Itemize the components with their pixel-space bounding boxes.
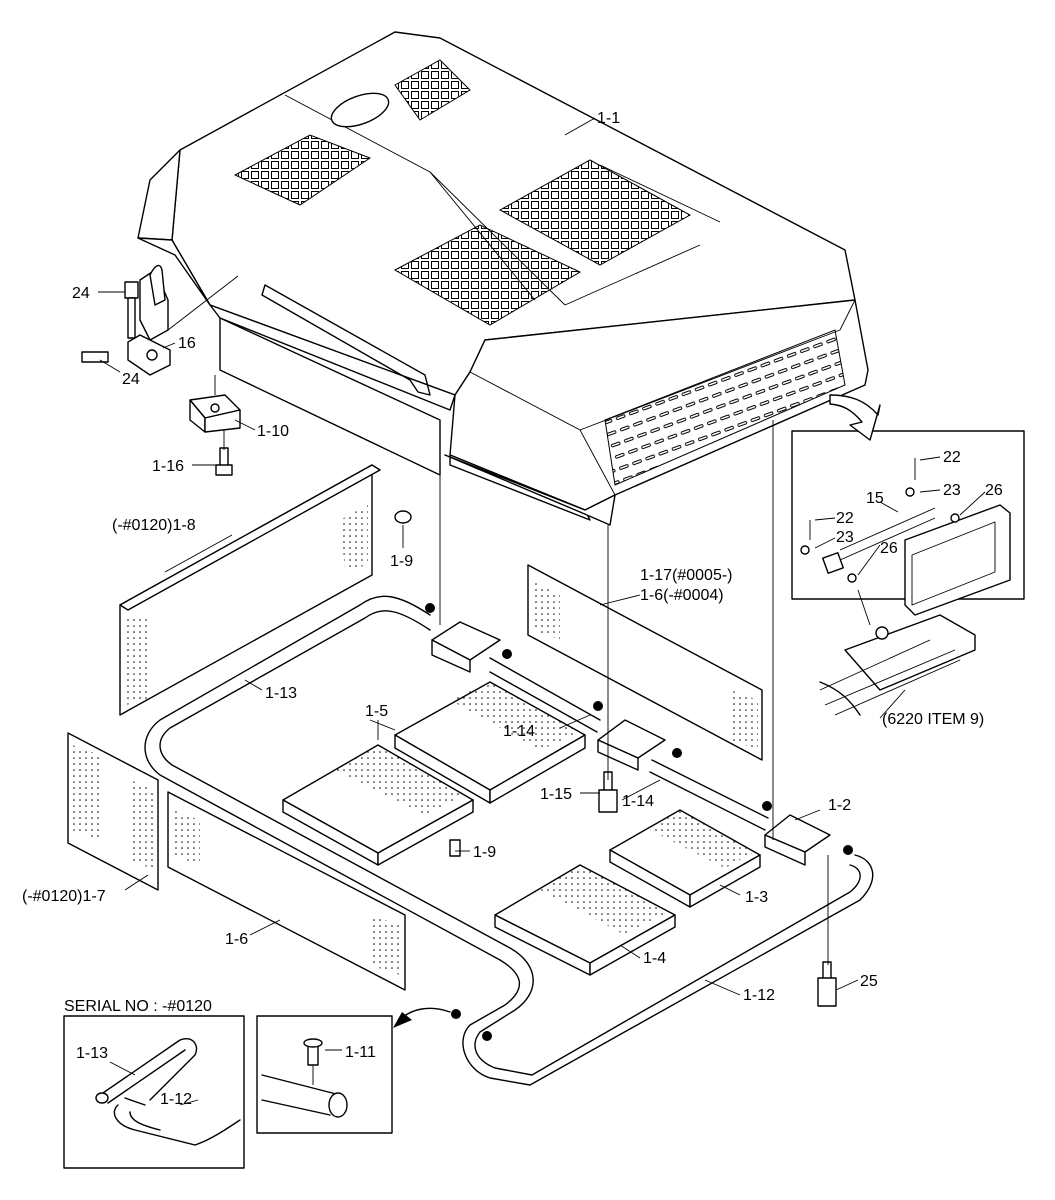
label-6220-item-9: (6220 ITEM 9) xyxy=(882,711,984,728)
plug-1-9-bottom xyxy=(449,839,461,857)
panel-1-6-right xyxy=(527,564,763,761)
pad-1-4 xyxy=(494,864,676,976)
cover-assembly xyxy=(137,31,869,526)
label-24-bottom: 24 xyxy=(122,371,140,388)
inset-serial-title: SERIAL NO : -#0120 xyxy=(64,998,212,1015)
label-1-15: 1-15 xyxy=(540,786,572,803)
plug-1-9-top xyxy=(394,510,412,524)
label-26-center: 26 xyxy=(880,540,898,557)
label-inset-1-13: 1-13 xyxy=(76,1045,108,1062)
block-1-10 xyxy=(189,394,241,433)
label-1-9-bottom: 1-9 xyxy=(473,844,496,861)
label-15: 15 xyxy=(866,490,884,507)
bolt-25 xyxy=(817,961,837,1007)
callout-labels: 1-1 24 16 24 1-10 1-16 (-#0120)1-8 1-9 1… xyxy=(22,110,1003,1108)
label-1-6-right: 1-6(-#0004) xyxy=(640,587,724,604)
label-22-left: 22 xyxy=(836,510,854,527)
hinge-left xyxy=(431,621,501,673)
label-1-9-top: 1-9 xyxy=(390,553,413,570)
label-1-16: 1-16 xyxy=(152,458,184,475)
label-1-7: (-#0120)1-7 xyxy=(22,888,106,905)
label-1-4: 1-4 xyxy=(643,950,666,967)
bolt-1-16 xyxy=(215,447,233,476)
bolt-1-15 xyxy=(598,771,618,813)
pad-1-3 xyxy=(609,809,761,908)
label-1-14-upper: 1-14 xyxy=(503,723,535,740)
label-1-13: 1-13 xyxy=(265,685,297,702)
detail-box xyxy=(791,394,1025,616)
label-25: 25 xyxy=(860,973,878,990)
label-1-3: 1-3 xyxy=(745,889,768,906)
label-24-top: 24 xyxy=(72,285,90,302)
label-1-1: 1-1 xyxy=(597,110,620,127)
label-1-8: (-#0120)1-8 xyxy=(112,517,196,534)
label-1-14-lower: 1-14 xyxy=(622,793,654,810)
label-1-6-lower: 1-6 xyxy=(225,931,248,948)
label-22-top: 22 xyxy=(943,449,961,466)
label-inset-1-12: 1-12 xyxy=(160,1091,192,1108)
inset-clip xyxy=(256,1015,393,1134)
label-23-left: 23 xyxy=(836,529,854,546)
label-1-12: 1-12 xyxy=(743,987,775,1004)
panel-1-7 xyxy=(67,732,159,891)
bracket-6220 xyxy=(819,589,976,716)
panel-1-8 xyxy=(119,464,381,716)
tube-frame xyxy=(144,595,874,1086)
pad-1-5-upper xyxy=(394,681,586,804)
latch-bracket xyxy=(81,264,171,376)
hinge-1-2 xyxy=(764,814,831,866)
pad-1-5-lower xyxy=(282,744,474,866)
label-1-17: 1-17(#0005-) xyxy=(640,567,733,584)
label-16: 16 xyxy=(178,335,196,352)
label-26-right: 26 xyxy=(985,482,1003,499)
panel-1-6-lower xyxy=(167,791,406,991)
label-1-11: 1-11 xyxy=(345,1044,376,1061)
label-23-top: 23 xyxy=(943,482,961,499)
leader-lines xyxy=(98,117,986,1106)
label-1-5: 1-5 xyxy=(365,703,388,720)
inset-serial xyxy=(63,1015,245,1169)
label-1-10: 1-10 xyxy=(257,423,289,440)
label-1-2: 1-2 xyxy=(828,797,851,814)
